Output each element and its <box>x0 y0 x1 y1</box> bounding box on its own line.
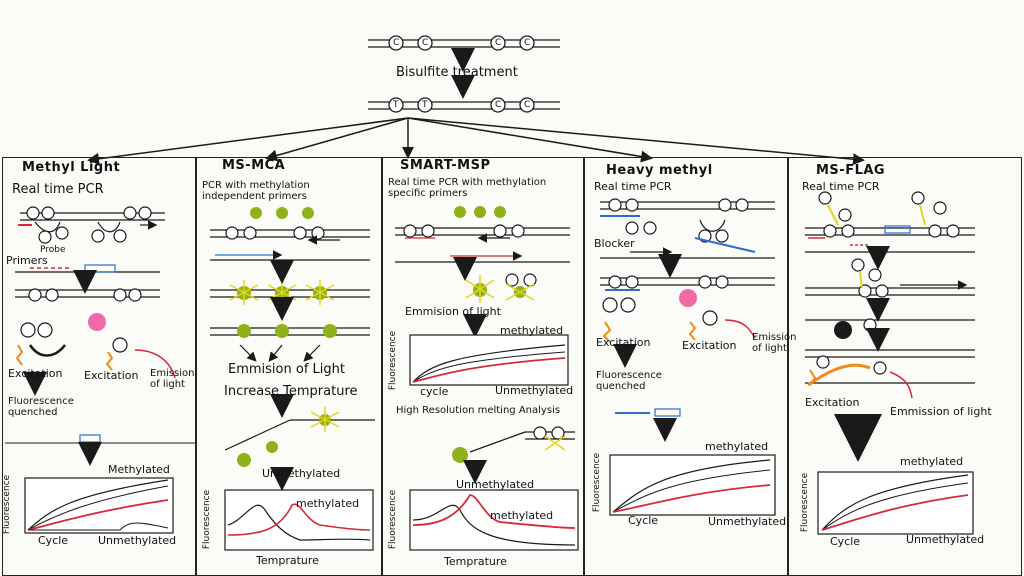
panel2-x-axis: Temprature <box>256 554 319 567</box>
panel3-subtitle: Real time PCR with methylation specific … <box>388 177 547 199</box>
panel5-x-axis: Cycle <box>830 535 861 548</box>
panel4-y-axis: Fluorescence <box>592 452 603 513</box>
panel1-primers: Primers <box>6 254 48 267</box>
panel3-yellow-bursts <box>465 275 566 451</box>
panel1-excitation-b: Excitation <box>84 369 139 382</box>
panel2-methylated: methylated <box>296 497 360 510</box>
panel2-title: MS-MCA <box>222 158 286 173</box>
panel4-emission: Emission of light <box>752 332 797 354</box>
panel5-excitation: Excitation <box>805 396 860 409</box>
c-glyph: C <box>495 38 502 48</box>
panel3-graph1 <box>409 334 569 386</box>
panel3-title: SMART-MSP <box>400 158 491 173</box>
c-glyph: C <box>422 38 429 48</box>
panel5-methylated: methylated <box>900 455 964 468</box>
panel1-art <box>15 206 176 379</box>
panel5-graph <box>817 471 974 535</box>
panel4-methylated: methylated <box>705 440 769 453</box>
panel4-excitation-a: Excitation <box>596 336 651 349</box>
panel1-emission: Emission of light <box>150 368 195 390</box>
panel3-hrm: High Resolution melting Analysis <box>396 405 561 416</box>
panel-smart-msp <box>382 157 584 576</box>
panel3-unmethylated: Unmethylated <box>495 384 574 397</box>
panel4-graph <box>609 454 776 516</box>
c-glyph: C <box>393 38 400 48</box>
panel2-art <box>210 226 375 451</box>
panel4-x-axis: Cycle <box>628 514 659 527</box>
panel1-excitation-a: Excitation <box>8 367 63 380</box>
c-glyph: C <box>524 100 531 110</box>
panel1-colors <box>15 220 158 443</box>
panel4-unmethylated: Unmethylated <box>708 515 787 528</box>
panel2-arrows <box>215 235 340 362</box>
panel1-unmethylated: Unmethylated <box>98 534 177 547</box>
panel3-methylated: methylated <box>500 324 564 337</box>
top-c-circles <box>388 35 535 51</box>
c-glyph: C <box>524 38 531 48</box>
panel4-title: Heavy methyl <box>606 163 713 178</box>
panel5-title: MS-FLAG <box>816 163 886 178</box>
panel2-graph <box>224 489 374 551</box>
panel2-y-axis: Fluorescence <box>202 489 213 550</box>
panel3-y-axis: Fluorescence <box>388 330 399 391</box>
panel2-unmethylated: Unmethylated <box>262 467 341 480</box>
panel4-quenched: Fluorescence quenched <box>596 370 662 392</box>
panel-heavy-methyl <box>584 157 788 576</box>
panel3-x-axis-2: Temprature <box>444 555 507 568</box>
panel1-subtitle: Real time PCR <box>12 182 104 197</box>
panel4-excitation-b: Excitation <box>682 339 737 352</box>
bisulfite-treatment-label: Bisulfite treatment <box>396 65 518 80</box>
panel2-emission: Emmision of Light <box>228 362 345 377</box>
panel1-x-axis: Cycle <box>38 534 69 547</box>
panel-ms-flag <box>788 157 1022 576</box>
treated-circles <box>388 97 535 113</box>
panel2-subtitle: PCR with methylation independent primers <box>202 180 310 202</box>
panel3-emission: Emmision of light <box>405 305 501 318</box>
panel4-colors <box>600 215 756 417</box>
panel5-emission: Emmission of light <box>890 405 992 418</box>
panel3-x-axis: cycle <box>420 385 449 398</box>
panel2-green-dots <box>237 207 337 467</box>
panel4-art <box>600 198 775 326</box>
panel1-methylated: Methylated <box>108 463 170 476</box>
t-glyph: T <box>422 100 428 110</box>
fan-arrows <box>87 117 865 166</box>
panel1-quenched: Fluorescence quenched <box>8 396 74 418</box>
panel5-colors <box>807 204 968 399</box>
panel4-subtitle: Real time PCR <box>594 180 672 193</box>
panel4-blocker: Blocker <box>594 237 635 250</box>
panel3-graph2 <box>409 489 579 551</box>
panel1-title: Methyl Light <box>22 160 121 175</box>
panel1-y-axis: Fluorescence <box>2 474 13 535</box>
panel5-subtitle: Real time PCR <box>802 180 880 193</box>
panel2-increase: Increase Temprature <box>224 384 358 399</box>
panel3-unmethylated-2: Unmethylated <box>456 478 535 491</box>
t-glyph: T <box>393 100 399 110</box>
panel3-methylated-2: methylated <box>490 509 554 522</box>
panel5-unmethylated: Unmethylated <box>906 533 985 546</box>
panel3-y-axis-2: Fluorescence <box>388 489 399 550</box>
panel3-arrows <box>405 233 523 261</box>
panel5-y-axis: Fluorescence <box>800 472 811 533</box>
panel1-graph <box>24 477 174 534</box>
c-glyph: C <box>495 100 502 110</box>
panel3-art <box>395 224 575 453</box>
panel1-probe: Probe <box>40 245 66 255</box>
